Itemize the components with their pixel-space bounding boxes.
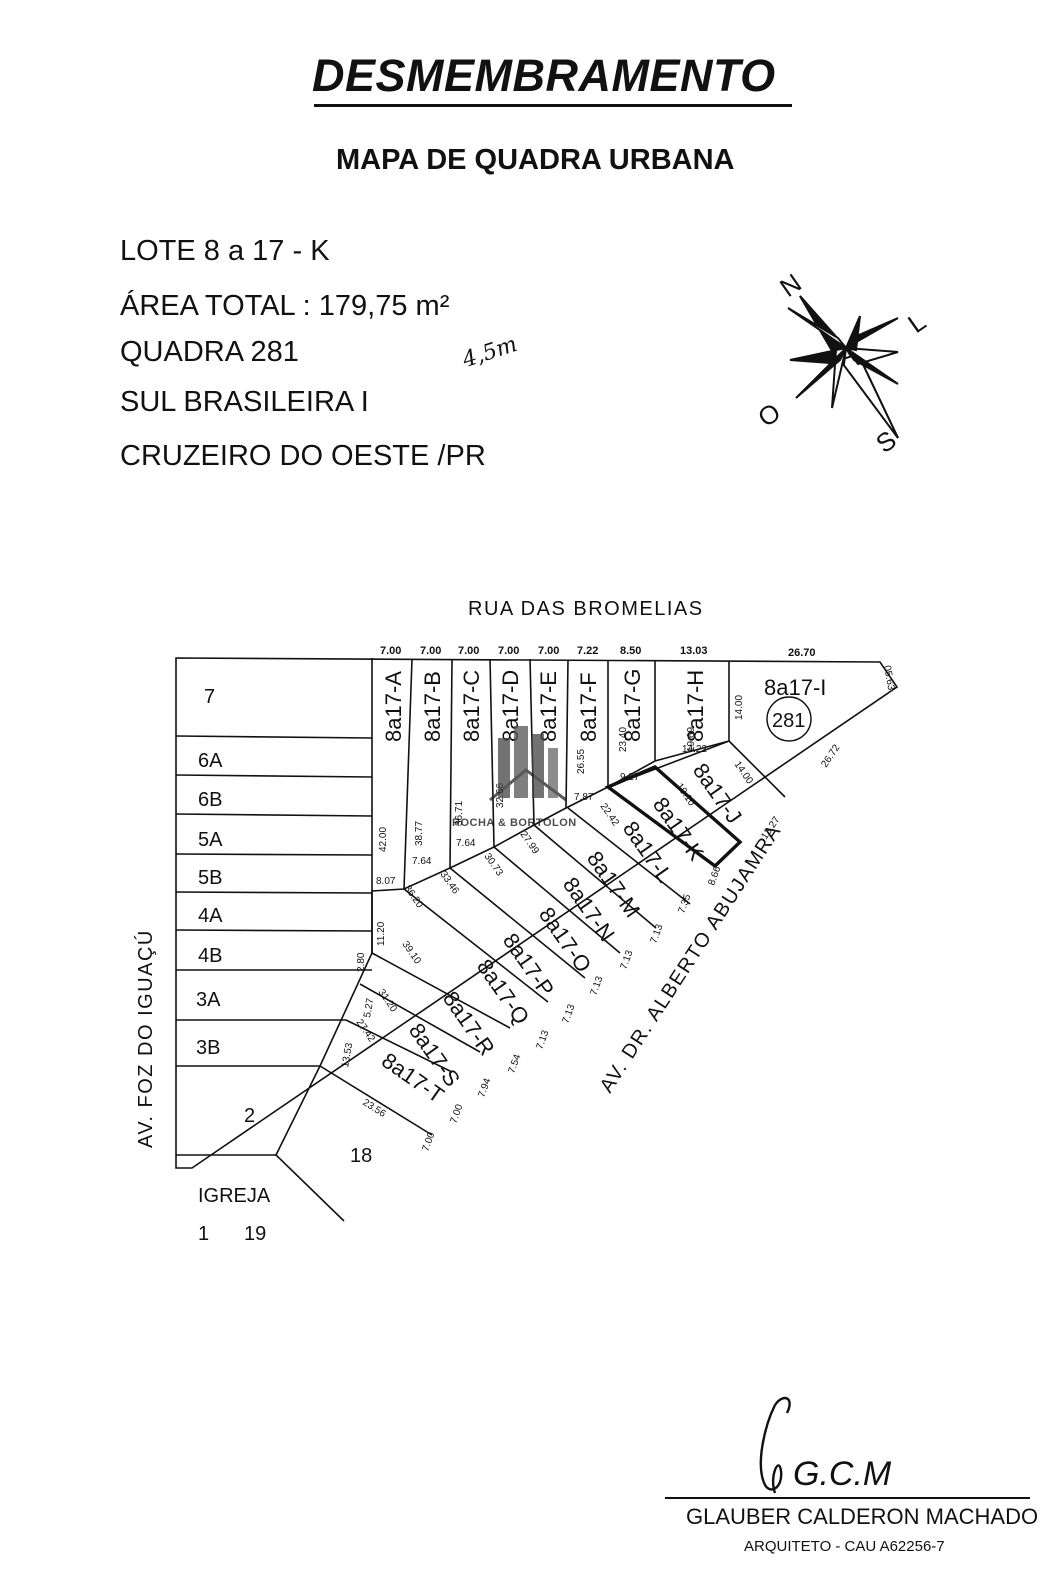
dim-label: 7.13 xyxy=(588,975,605,997)
dim-label: 36.20 xyxy=(402,883,426,910)
block-number-circle xyxy=(766,696,812,742)
lot-label: 8a17-E xyxy=(536,671,561,742)
lot-label: 4B xyxy=(198,945,222,967)
title-underline xyxy=(314,104,792,107)
block-line: QUADRA 281 xyxy=(120,336,299,368)
dim-label: 42.00 xyxy=(378,827,389,852)
dim-label: 7.22 xyxy=(577,645,598,657)
dim-label: 8.50 xyxy=(620,645,641,657)
dim-label: 30.73 xyxy=(482,851,506,878)
dim-label: 36.71 xyxy=(454,801,465,826)
dim-label: 7.00 xyxy=(538,645,559,657)
handwritten-note: 4,5m xyxy=(459,331,521,374)
document-subtitle: MAPA DE QUADRA URBANA xyxy=(336,144,735,176)
compass-rose-icon: N L S O xyxy=(752,268,931,459)
dim-label: 31.20 xyxy=(376,987,400,1014)
dim-label: 13.53 xyxy=(340,1042,355,1069)
dim-label: 7.87 xyxy=(574,792,594,803)
street-rua-das-bromelias: RUA DAS BROMELIAS xyxy=(468,598,704,620)
lot-label: 4A xyxy=(198,905,223,927)
dim-label: 7.54 xyxy=(506,1053,523,1075)
lot-label: 6A xyxy=(198,750,223,772)
compass-west: O xyxy=(752,397,786,433)
lot-label: 8a17-C xyxy=(459,670,484,742)
lot-label: 5A xyxy=(198,829,223,851)
block-number: 281 xyxy=(772,710,805,732)
dim-label: 26.70 xyxy=(788,647,816,659)
signer-role: ARQUITETO - CAU A62256-7 xyxy=(744,1538,945,1555)
lot-label-igreja: IGREJA xyxy=(198,1185,271,1207)
dim-label: 7.64 xyxy=(456,838,476,849)
dim-label: 11.20 xyxy=(376,921,387,946)
dim-label: 14.22 xyxy=(682,744,707,755)
lot-label: 8a17-F xyxy=(576,672,601,742)
dim-label: 7.13 xyxy=(534,1029,551,1051)
dim-label: 26.72 xyxy=(819,742,842,769)
lot-label: 19 xyxy=(244,1223,266,1245)
dim-label: 39.10 xyxy=(400,939,424,966)
city: CRUZEIRO DO OESTE /PR xyxy=(120,440,486,472)
dim-label: 7.00 xyxy=(458,645,479,657)
dim-label: 8.07 xyxy=(376,876,396,887)
subdivision-plan: RUA DAS BROMELIAS AV. FOZ DO IGUAÇÚ AV. … xyxy=(134,598,899,1245)
dim-label: 7.00 xyxy=(380,645,401,657)
watermark-logo: ROCHA & BORTOLON xyxy=(452,726,577,829)
dim-label: 7.13 xyxy=(618,949,635,971)
lot-label: 1 xyxy=(198,1223,209,1245)
signer-name: GLAUBER CALDERON MACHADO xyxy=(686,1504,1039,1529)
dim-label: 7.13 xyxy=(648,923,665,945)
dim-label: 7.00 xyxy=(448,1103,465,1125)
lot-label: 18 xyxy=(350,1145,372,1167)
dim-label: 7.00 xyxy=(420,645,441,657)
dim-label: 5.27 xyxy=(362,997,376,1019)
lot-label: 8a17-I xyxy=(764,675,826,700)
compass-south: S xyxy=(870,424,901,459)
dim-label: 23.40 xyxy=(618,727,629,752)
signature-initials: G.C.M xyxy=(793,1455,892,1493)
lot-label: 8a17-G xyxy=(620,669,645,742)
dim-label: 7.94 xyxy=(476,1077,493,1099)
dim-label: 38.77 xyxy=(414,821,425,846)
lot-label: 8a17-H xyxy=(683,670,708,742)
dim-label: 26.55 xyxy=(576,749,587,774)
dim-label: 19.69 xyxy=(686,727,697,752)
compass-east: L xyxy=(902,306,931,339)
lot-label: 3A xyxy=(196,989,221,1011)
lot-label: 5B xyxy=(198,867,222,889)
signature-line xyxy=(665,1497,1030,1499)
neighborhood: SUL BRASILEIRA I xyxy=(120,386,369,418)
dim-label: 7.64 xyxy=(412,856,432,867)
dim-label: 9.27 xyxy=(620,772,640,783)
block-outline xyxy=(175,657,899,1169)
total-area: ÁREA TOTAL : 179,75 m² xyxy=(120,290,450,322)
dim-label: 22.42 xyxy=(598,801,622,828)
dim-label: 27.42 xyxy=(354,1017,378,1044)
lot-label: 2 xyxy=(244,1105,255,1127)
dim-label: 8.66 xyxy=(706,865,723,887)
signature-mark: G.C.M xyxy=(759,1396,892,1494)
lot-label: 7 xyxy=(204,686,215,708)
lot-label: 6B xyxy=(198,789,222,811)
lot-label: 8a17-B xyxy=(420,671,445,742)
dim-label: 7.00 xyxy=(420,1131,437,1153)
dim-label: 13.03 xyxy=(680,645,708,657)
dim-label: 14.00 xyxy=(734,695,745,720)
dim-label: 05.63 xyxy=(881,665,896,692)
lot-label: 8a17-R xyxy=(438,987,500,1060)
dim-label: 7.13 xyxy=(560,1003,577,1025)
dim-label: 2.80 xyxy=(356,952,367,972)
lot-label: 8a17-A xyxy=(381,671,406,742)
dim-label: 27.99 xyxy=(518,829,542,856)
street-av-foz-do-iguacu: AV. FOZ DO IGUAÇÚ xyxy=(134,929,157,1148)
document-title: DESMEMBRAMENTO xyxy=(312,50,776,101)
dim-label: 23.56 xyxy=(360,1097,387,1120)
dim-label: 7.00 xyxy=(498,645,519,657)
lot-line: LOTE 8 a 17 - K xyxy=(120,235,330,267)
watermark-text: ROCHA & BORTOLON xyxy=(452,817,577,829)
lot-label: 3B xyxy=(196,1037,220,1059)
